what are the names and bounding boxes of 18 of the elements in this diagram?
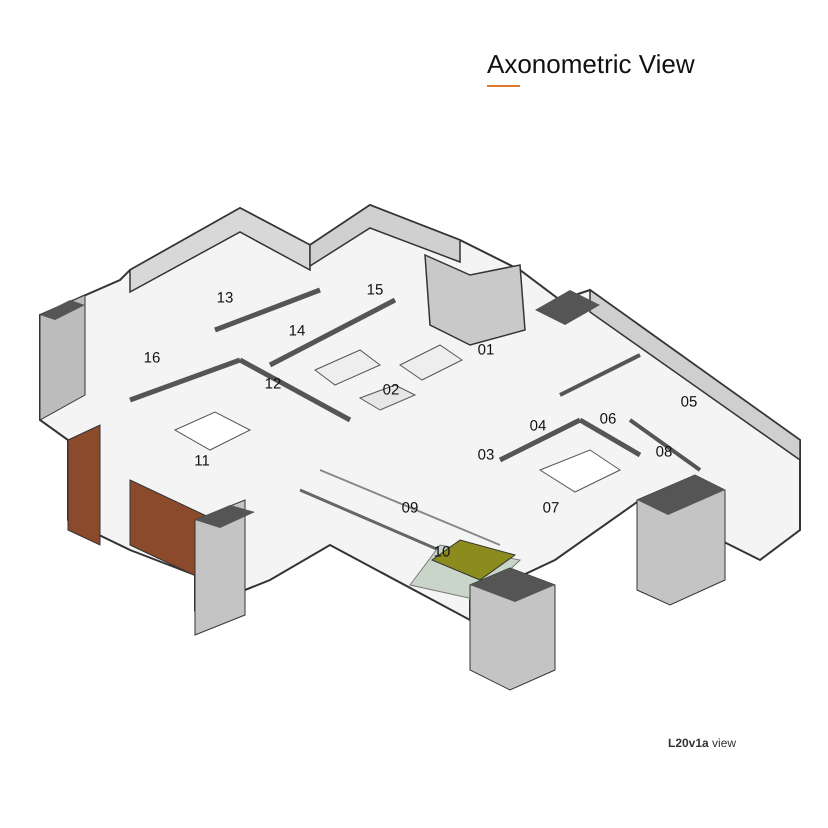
callout-number: 08 (656, 444, 672, 460)
callout-number: 11 (194, 454, 210, 468)
callout-number: 09 (402, 500, 418, 516)
callout-number: 12 (264, 376, 282, 392)
callout-number: 13 (216, 290, 234, 306)
callout-number: 01 (478, 342, 494, 358)
callout-number: 06 (600, 412, 616, 426)
callout-number: 10 (434, 544, 450, 560)
callout-number: 07 (542, 500, 560, 516)
callout-number: 05 (680, 394, 698, 410)
callout-number: 03 (478, 448, 494, 462)
callout-number: 04 (530, 418, 546, 434)
callout-number: 02 (382, 382, 400, 398)
view-label: L20v1a view (668, 736, 736, 750)
callout-number: 15 (366, 282, 384, 298)
callout-number: 14 (288, 324, 306, 338)
title: Axonometric View (487, 49, 695, 80)
callout-number: 16 (144, 350, 160, 366)
